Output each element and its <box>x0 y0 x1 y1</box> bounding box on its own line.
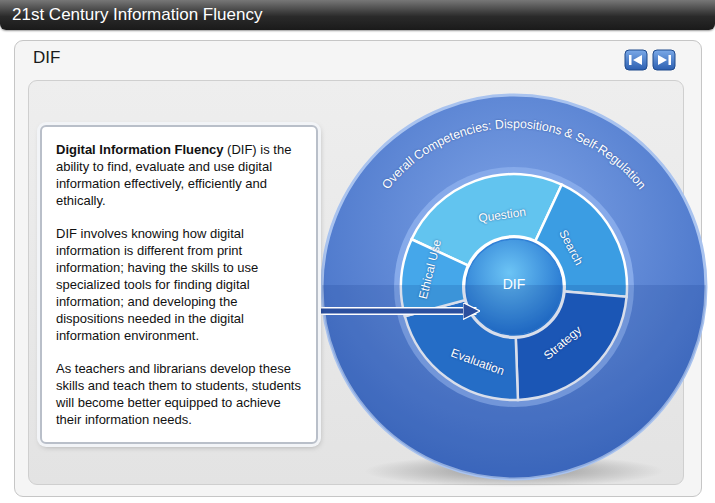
ring-letter: s <box>507 117 514 131</box>
next-bar <box>669 55 672 65</box>
ring-letter: : <box>487 119 493 133</box>
segment-label: Ethical Use <box>416 238 444 300</box>
connector-outline <box>319 307 476 315</box>
segment-label-box: Strategy <box>536 317 589 366</box>
paragraph: Digital Information Fluency(DIF) is the … <box>56 141 304 209</box>
connector-line <box>319 309 476 314</box>
segment-label: Question <box>477 205 527 226</box>
term: Digital Information Fluency <box>56 142 224 157</box>
segment-label: Strategy <box>541 323 584 362</box>
panel-heading: DIF <box>33 48 60 68</box>
segment-label-box: Ethical Use <box>410 234 447 304</box>
ring-letter: p <box>513 117 520 131</box>
competency-ring: Overall Competencies: Dispositions & Sel… <box>320 93 708 481</box>
connector-arrow <box>319 311 476 312</box>
segment-label: Search <box>556 227 586 267</box>
segment-label-box: Question <box>474 199 531 228</box>
paragraph: As teachers and librarians develop these… <box>56 360 304 428</box>
ring-letter: D <box>494 117 504 132</box>
prev-button <box>625 50 647 70</box>
prev-bar <box>629 55 632 65</box>
text-box: Digital Information Fluency(DIF) is the … <box>40 125 318 444</box>
ring-letter: & <box>563 126 576 142</box>
prev-arrow <box>633 55 642 65</box>
center-circle: DIF <box>466 239 562 335</box>
title-text: 21st Century Information Fluency <box>12 5 262 25</box>
ring-letter: o <box>519 117 527 131</box>
paragraph: DIF involves knowing how digital informa… <box>56 225 304 344</box>
segment-label-box: Evaluation <box>445 340 511 382</box>
segment-label-box: Search <box>552 222 592 271</box>
next-arrow <box>658 55 667 65</box>
segment-label: Evaluation <box>449 346 506 378</box>
center-label: DIF <box>503 276 526 292</box>
next-button <box>653 50 675 70</box>
outer-ring <box>322 95 706 479</box>
